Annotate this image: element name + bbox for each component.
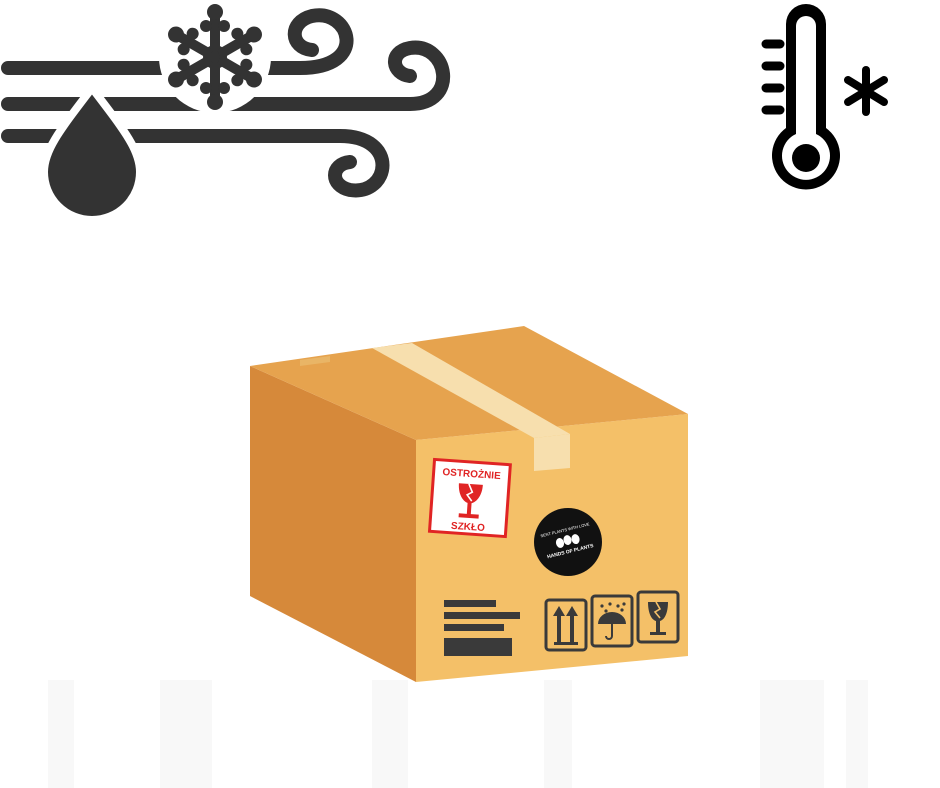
background-stripes <box>48 680 868 788</box>
fragile-sticker-bottom-label: SZKŁO <box>451 521 486 534</box>
leaf-logo-icon <box>555 534 580 548</box>
fragile-sticker-top-label: OSTROŻNIE <box>442 465 501 482</box>
keep-dry-icon <box>598 602 626 640</box>
fragile-glass-icon <box>648 601 668 635</box>
this-way-up-icon <box>553 606 578 645</box>
